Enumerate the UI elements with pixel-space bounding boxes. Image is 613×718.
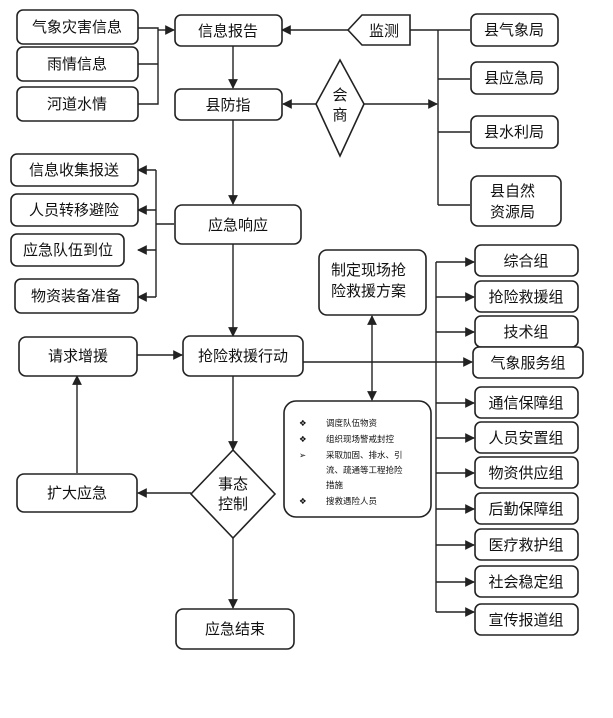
group-label-communication: 通信保障组 [488, 394, 563, 412]
expand-response-node [16, 473, 138, 513]
group-label-comprehensive: 综合组 [503, 252, 548, 270]
info-box-river [16, 86, 139, 122]
task-bullet-3: ➢ [299, 451, 306, 461]
rescue-plan-node [318, 249, 427, 316]
action-team-ready-box [10, 233, 125, 267]
action-info-collection-label: 信息收集报送 [29, 161, 119, 179]
action-info-collection-box [10, 153, 139, 187]
group-label-technical: 技术组 [503, 323, 548, 341]
expand-response-label: 扩大应急 [47, 484, 107, 502]
consult-diamond [315, 58, 365, 158]
action-supplies-box [14, 278, 139, 314]
group-box-logistics [474, 492, 579, 525]
agency-resources-label-2: 资源局 [490, 203, 535, 221]
rescue-action-label: 抢险救援行动 [198, 347, 288, 365]
group-label-supplies: 物资供应组 [488, 464, 563, 482]
group-label-stability: 社会稳定组 [488, 573, 563, 591]
group-box-communication [474, 386, 579, 419]
agency-emergency-label: 县应急局 [484, 69, 544, 87]
group-label-weather-service: 气象服务组 [490, 354, 565, 372]
request-support-node [18, 336, 138, 377]
emergency-response-label: 应急响应 [208, 216, 268, 234]
group-box-rescue [474, 280, 579, 313]
group-box-publicity [474, 603, 579, 636]
event-control-label-2: 控制 [218, 495, 248, 513]
group-label-logistics: 后勤保障组 [488, 500, 563, 518]
end-node [175, 608, 295, 650]
task-bullet-2: ❖ [299, 435, 307, 445]
agencies-group: 县气象局 县应急局 县水利局 县自然 资源局 [470, 13, 562, 227]
group-box-weather-service [472, 346, 584, 379]
working-groups: 综合组 抢险救援组 技术组 气象服务组 通信保障组 人员安置组 物资供应组 后勤… [472, 244, 584, 636]
task-line-3a: 采取加固、排水、引 [326, 450, 403, 461]
task-bullet-4: ❖ [299, 497, 307, 507]
info-label-river: 河道水情 [47, 95, 107, 113]
action-evacuation-label: 人员转移避险 [29, 201, 119, 219]
agency-water-label: 县水利局 [484, 123, 544, 141]
task-list-box [283, 400, 432, 518]
agency-resources-box [470, 175, 562, 227]
group-box-comprehensive [474, 244, 579, 277]
group-label-publicity: 宣传报道组 [488, 611, 563, 629]
group-box-medical [474, 528, 579, 561]
left-info-group: 气象灾害信息 雨情信息 河道水情 [16, 9, 139, 122]
rescue-action-node [182, 335, 304, 377]
agency-resources-label-1: 县自然 [490, 182, 535, 200]
event-control-label-1: 事态 [218, 475, 248, 493]
task-line-3c: 措施 [326, 480, 344, 491]
group-box-supplies [474, 456, 579, 489]
group-box-resettlement [474, 421, 579, 454]
task-line-1: 调度队伍物资 [326, 418, 378, 429]
agency-emergency-box [470, 61, 559, 95]
county-cmd-node [174, 88, 283, 121]
agency-meteorological-label: 县气象局 [484, 21, 544, 39]
rescue-plan-label-1: 制定现场抢 [331, 261, 406, 279]
task-list-group: ❖ 调度队伍物资 ❖ 组织现场警戒封控 ➢ 采取加固、排水、引 流、疏通等工程抢… [283, 400, 432, 518]
agency-water-box [470, 115, 559, 149]
group-label-resettlement: 人员安置组 [488, 429, 563, 447]
monitor-label: 监测 [369, 22, 399, 40]
agency-meteorological-box [470, 13, 559, 47]
group-box-stability [474, 565, 579, 598]
info-box-rain [16, 46, 139, 82]
center-column: 信息报告 县防指 应急响应 抢险救援行动 事态 控制 应急结束 [174, 14, 304, 650]
action-supplies-label: 物资装备准备 [31, 287, 121, 305]
event-control-diamond [189, 448, 277, 540]
connectors [72, 25, 475, 617]
action-evacuation-box [10, 193, 139, 227]
task-bullet-1: ❖ [299, 419, 307, 429]
end-label: 应急结束 [205, 620, 265, 638]
rescue-plan-label-2: 险救援方案 [331, 282, 406, 300]
info-label-meteorological: 气象灾害信息 [32, 18, 122, 36]
county-cmd-label: 县防指 [205, 96, 250, 114]
task-line-3b: 流、疏通等工程抢险 [326, 465, 403, 476]
task-line-4: 搜救遇险人员 [326, 496, 377, 507]
info-report-node [174, 14, 283, 47]
group-label-rescue: 抢险救援组 [488, 288, 563, 306]
task-line-2: 组织现场警戒封控 [326, 434, 395, 445]
info-report-label: 信息报告 [198, 22, 258, 40]
emergency-response-node [174, 204, 302, 245]
consult-label-2: 商 [332, 106, 347, 124]
info-box-meteorological [16, 9, 139, 45]
monitor-node [346, 14, 411, 46]
group-label-medical: 医疗救护组 [488, 536, 563, 554]
action-team-ready-label: 应急队伍到位 [23, 241, 113, 259]
request-support-label: 请求增援 [48, 347, 108, 365]
consult-label-1: 会 [332, 86, 347, 104]
response-actions-group: 信息收集报送 人员转移避险 应急队伍到位 物资装备准备 [10, 153, 139, 314]
info-label-rain: 雨情信息 [47, 55, 107, 73]
